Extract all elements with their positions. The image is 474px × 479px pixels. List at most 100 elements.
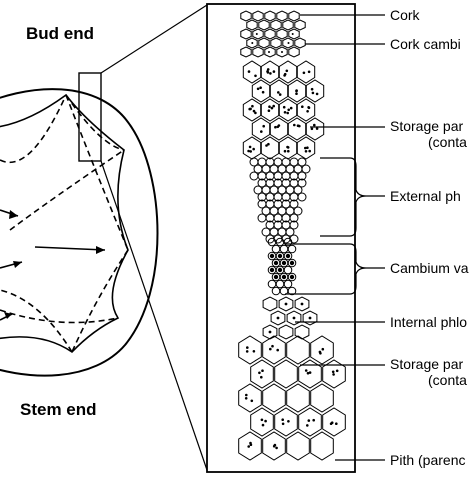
parenchyma-cell [322, 359, 346, 389]
phloem-cell [297, 192, 307, 202]
phloem-cell [289, 213, 299, 223]
cork-cell [258, 19, 270, 31]
cambium-cell [283, 237, 293, 247]
cambium-dark [289, 274, 295, 280]
parenchyma-cell [250, 359, 274, 389]
storage-cell [242, 98, 262, 122]
starch-grain [273, 443, 277, 447]
internal-phloem-cell [262, 296, 278, 312]
label-cork: Cork [390, 7, 420, 23]
starch-grain [321, 347, 325, 351]
starch-grain [262, 124, 266, 128]
dashed-strand [65, 94, 129, 251]
starch-grain [282, 105, 286, 109]
label-pith: Pith (parenc [390, 452, 466, 468]
cork-cell [294, 19, 306, 31]
starch-grain [276, 348, 280, 352]
starch-grain [286, 111, 290, 115]
storage-cell [296, 98, 316, 122]
storage-cell [305, 79, 325, 103]
starch-grain [275, 446, 278, 450]
label-storage-parenchyma-2-line2: (conta [428, 372, 467, 388]
stem-end-label: Stem end [20, 400, 97, 419]
starch-grain [247, 70, 251, 73]
starch-grain [265, 144, 268, 147]
starch-grain [281, 51, 283, 53]
starch-grain [332, 373, 335, 376]
cambium-cell [283, 251, 293, 261]
starch-grain [272, 104, 276, 108]
starch-grain [302, 71, 306, 75]
starch-grain [261, 369, 264, 373]
parenchyma-cell [238, 335, 262, 365]
parenchyma-cell [310, 383, 334, 413]
starch-grain [300, 302, 304, 306]
zoom-line [100, 4, 208, 74]
internal-phloem-cell [278, 296, 294, 312]
dashed-strand [0, 94, 67, 164]
storage-cell [269, 79, 289, 103]
internal-phloem-cell [286, 310, 302, 326]
cork-cell [246, 37, 258, 49]
starch-grain [289, 106, 293, 110]
starch-grain [277, 91, 280, 94]
cambium-dark [277, 267, 283, 273]
parenchyma-cell [274, 359, 298, 389]
parenchyma-cell [322, 407, 346, 437]
starch-grain [284, 302, 288, 306]
starch-grain [276, 316, 280, 320]
starch-grain [251, 42, 254, 44]
starch-grain [295, 89, 298, 92]
storage-cell [260, 136, 280, 160]
starch-grain [249, 441, 252, 445]
cork-cell [264, 10, 276, 22]
starch-grain [287, 149, 290, 153]
storage-cell [251, 79, 271, 103]
starch-grain [250, 399, 254, 403]
label-internal-phloem: Internal phlo [390, 314, 468, 330]
parenchyma-cell [286, 431, 310, 461]
storage-cell [260, 98, 280, 122]
starch-grain [249, 150, 252, 153]
dashed-strand [0, 289, 73, 353]
starch-grain [315, 127, 319, 130]
starch-grain [268, 51, 270, 53]
starch-grain [306, 371, 310, 375]
parenchyma-cell [298, 407, 322, 437]
bud-end-label: Bud end [26, 24, 94, 43]
cambium-dark [281, 260, 287, 266]
starch-grain [269, 347, 272, 351]
starch-grain [287, 108, 291, 112]
storage-cell [296, 136, 316, 160]
cork-cell [294, 37, 306, 49]
starch-grain [306, 110, 309, 113]
internal-phloem-cell [270, 310, 286, 326]
starch-grain [287, 420, 290, 423]
phloem-cell [297, 157, 307, 167]
parenchyma-cell [262, 383, 286, 413]
storage-cell [287, 117, 307, 141]
storage-cell [260, 60, 280, 84]
storage-cell [242, 136, 262, 160]
storage-cell [296, 60, 316, 84]
starch-grain [270, 106, 274, 110]
starch-grain [258, 371, 261, 375]
starch-grain [285, 69, 289, 73]
starch-grain [244, 397, 248, 400]
cork-cell [240, 10, 252, 22]
starch-grain [260, 418, 264, 422]
starch-grain [252, 109, 256, 113]
starch-grain [248, 107, 251, 111]
starch-grain [296, 124, 300, 127]
cambium-cell [283, 265, 293, 275]
cork-cell [252, 10, 264, 22]
starch-grain [335, 422, 338, 426]
starch-grain [295, 92, 298, 95]
parenchyma-cell [274, 407, 298, 437]
phloem-cell [289, 199, 299, 209]
cambium-dark [273, 274, 279, 280]
starch-grain [308, 149, 312, 153]
starch-grain [261, 423, 265, 427]
